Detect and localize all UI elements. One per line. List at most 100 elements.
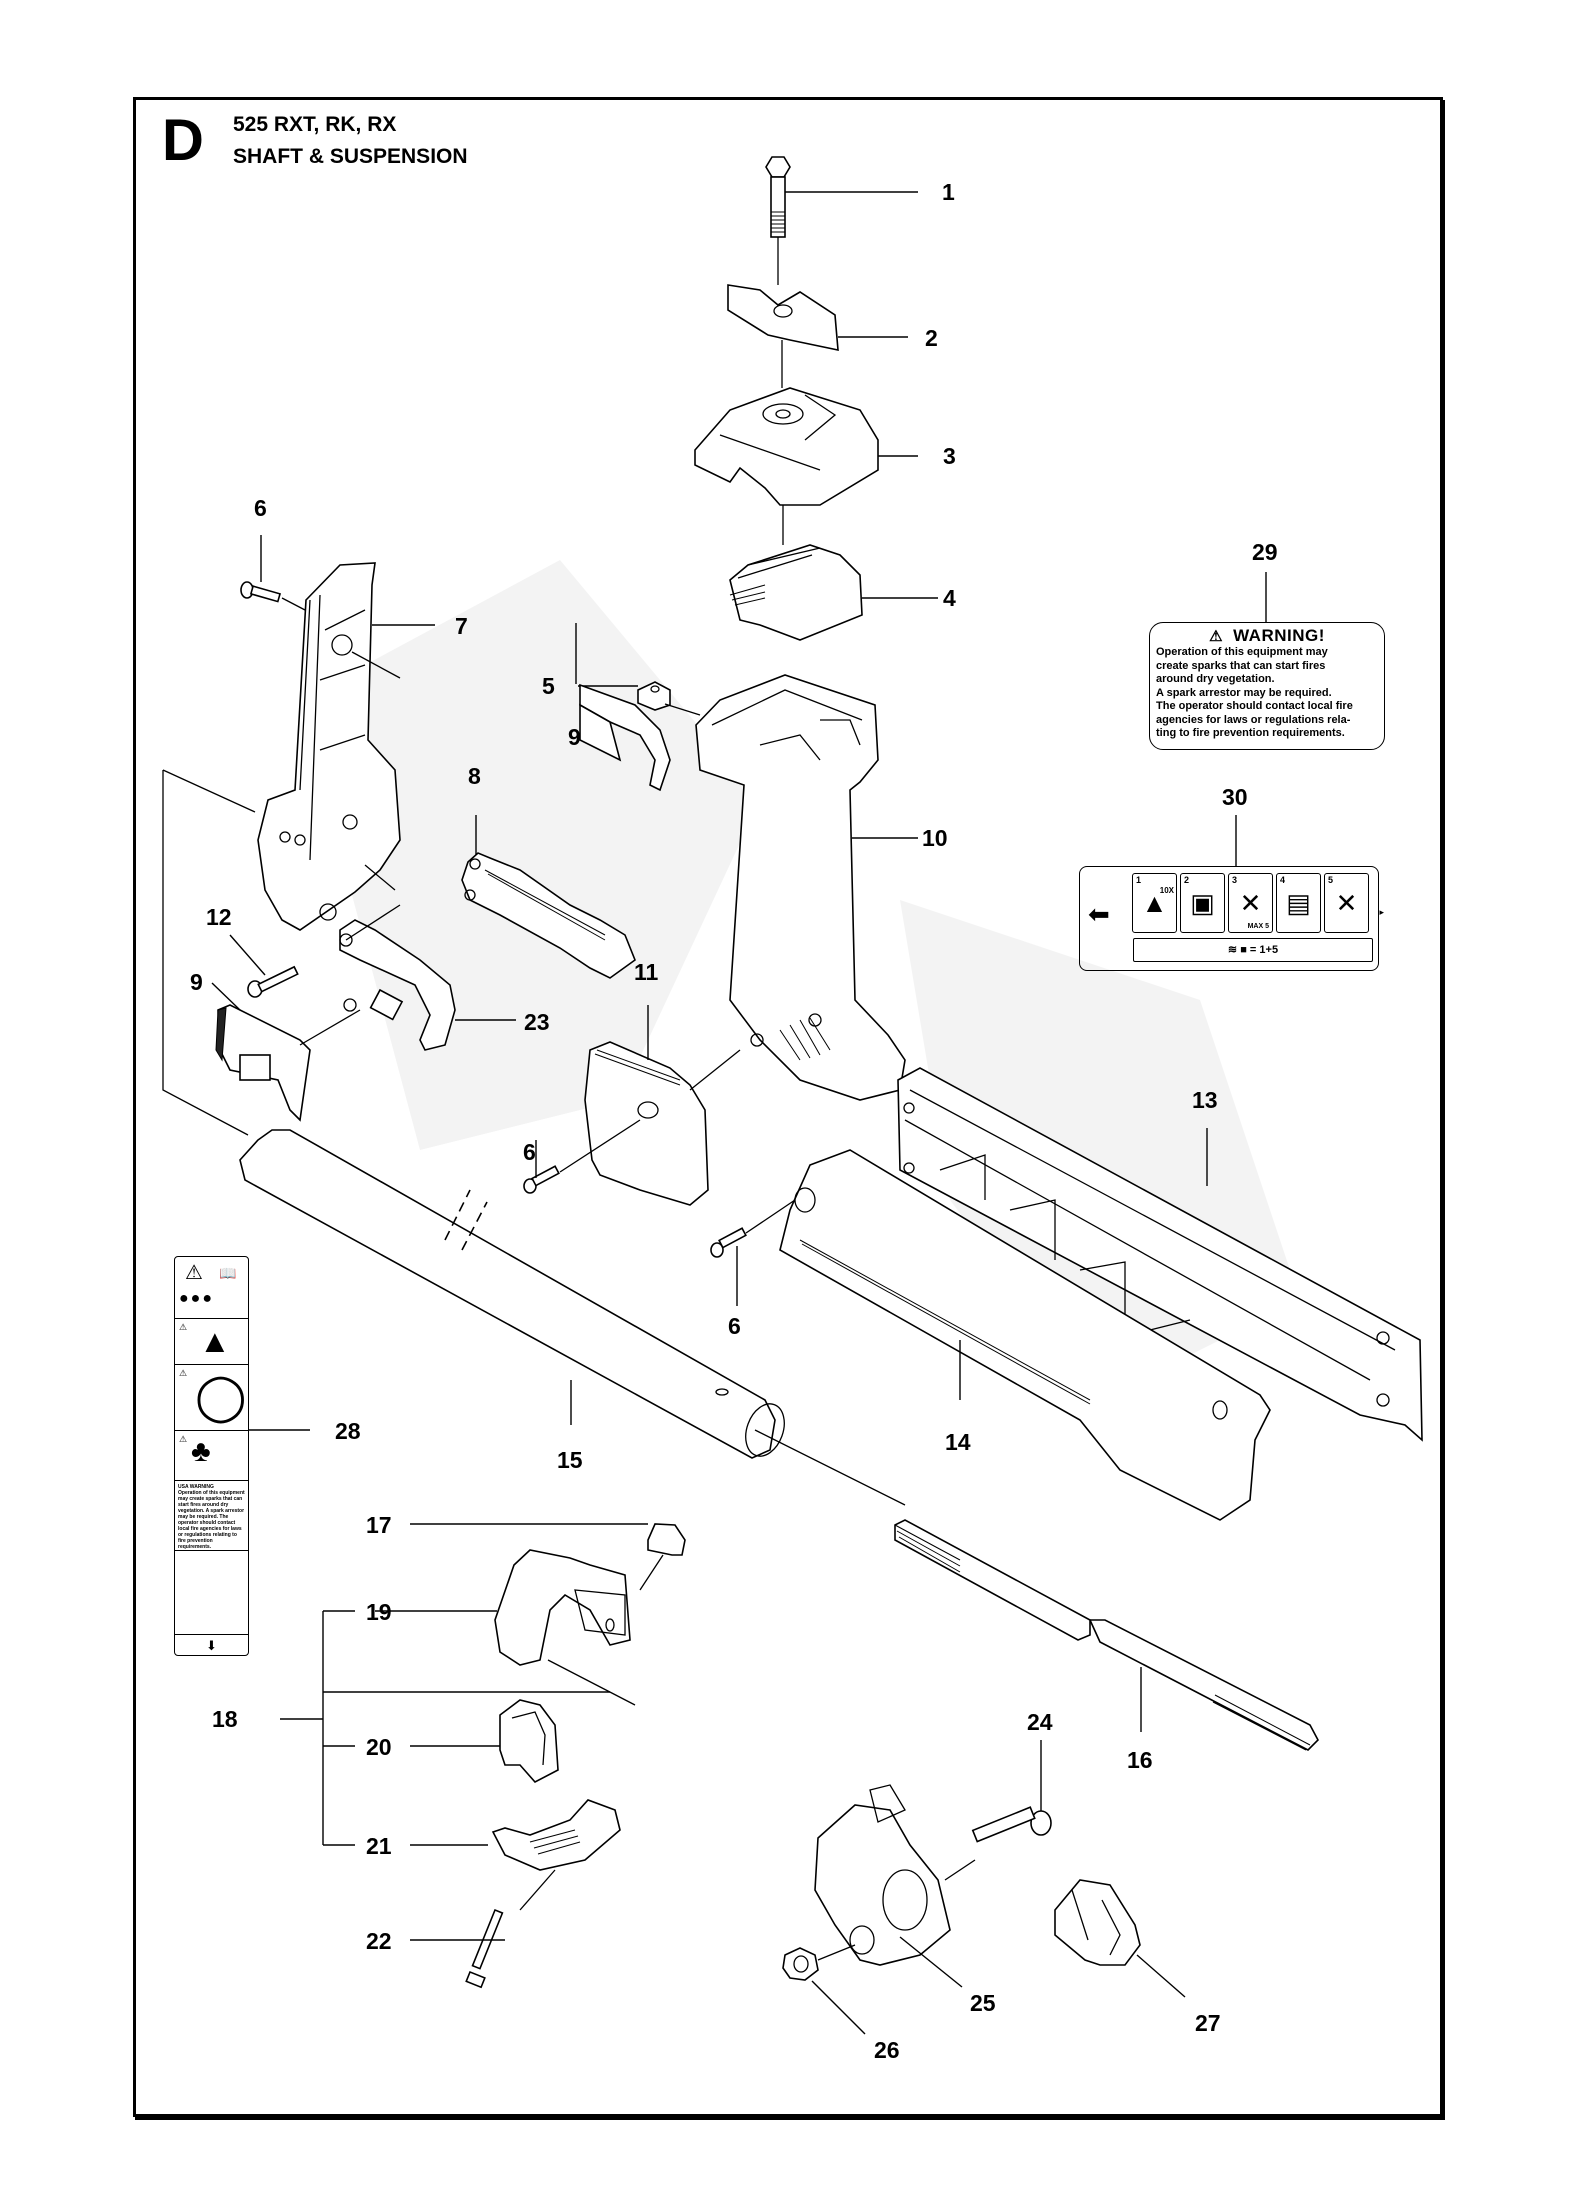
part-7-harness-bracket[interactable] (257, 562, 435, 931)
callout-5: 5 (542, 673, 555, 699)
part-2-wing-knob[interactable] (727, 284, 908, 388)
part-12-screw[interactable] (229, 934, 299, 998)
assembly-bracket-line (162, 770, 249, 1136)
decal-29-spark-warning[interactable]: ⚠ WARNING! Operation of this equipment ma… (1149, 622, 1385, 750)
pull-starter-icon: ✕ (1239, 888, 1262, 918)
callout-29: 29 (1252, 539, 1278, 565)
part-16-drive-shaft[interactable] (894, 1519, 1319, 1751)
part-14-shaft-cover-lower[interactable] (779, 1149, 1271, 1521)
callout-4: 4 (943, 585, 956, 611)
callout-8: 8 (468, 763, 481, 789)
part-3-handle-cover[interactable] (694, 387, 918, 545)
decal29-line: The operator should contact local fire (1156, 700, 1353, 712)
callout-30: 30 (1222, 784, 1248, 810)
callout-16: 16 (1127, 1747, 1153, 1773)
part-6-screw-middle[interactable] (523, 1119, 641, 1194)
callout-18: 18 (212, 1706, 238, 1732)
callout-9-upper: 9 (568, 724, 581, 750)
section-title: SHAFT & SUSPENSION (233, 145, 468, 168)
callout-6-top: 6 (254, 495, 267, 521)
heat-icon: ≋ (1227, 944, 1238, 956)
start-step-2: 2 ▣ (1180, 873, 1225, 933)
callout-14: 14 (945, 1429, 971, 1455)
callout-19: 19 (366, 1599, 392, 1625)
start-step-3: 3 ✕ MAX 5 (1228, 873, 1273, 933)
part-24-screw[interactable] (971, 1740, 1052, 1843)
part-18-throttle-kit-bracket[interactable] (280, 1610, 610, 1846)
part-19-throttle-housing[interactable] (375, 1549, 636, 1706)
start-step-4: 4 ▤ (1276, 873, 1321, 933)
warning-triangle-icon: ⚠ (1209, 628, 1224, 645)
decal29-line: agencies for laws or regulations rela- (1156, 713, 1351, 726)
thrown-objects-icon: ▲ (199, 1323, 231, 1359)
callout-12: 12 (206, 904, 232, 930)
callout-15: 15 (557, 1447, 583, 1473)
decal-28-warning-label[interactable]: ⚠ 📖 ●●● ⚠ ▲ ⚠ ◯ ⚠ ♣ USA WARNING Operatio… (174, 1256, 249, 1656)
callout-25: 25 (970, 1990, 996, 2016)
decal28-blank (175, 1551, 248, 1635)
safety-distance-icon: ◯ (195, 1370, 247, 1422)
callout-10: 10 (922, 825, 948, 851)
warning-triangle-icon: ⚠ (179, 1368, 188, 1378)
callout-28: 28 (335, 1418, 361, 1444)
decal-30-start-instructions[interactable]: ⬅ 1 10X ▲ 2 ▣ 3 ✕ MAX 5 4 ▤ 5 ✕ ≋ ■ = 1+… (1079, 866, 1384, 971)
part-6-screw-top[interactable] (240, 535, 306, 611)
part-4-handle-clamp[interactable] (729, 544, 938, 641)
callout-27: 27 (1195, 2010, 1221, 2036)
callout-6-lower: 6 (728, 1313, 741, 1339)
part-13-shaft-cover-upper[interactable] (897, 1067, 1423, 1442)
part-27-stop-clip[interactable] (1054, 1879, 1186, 1998)
part-21-throttle-lock[interactable] (410, 1799, 621, 1911)
primer-bulb-icon: ▲ (1141, 888, 1168, 918)
warning-triangle-icon: ⚠ (179, 1322, 188, 1332)
callout-26: 26 (874, 2037, 900, 2063)
part-9-rubber-bushing-lower[interactable] (211, 982, 361, 1122)
part-22-screw[interactable] (410, 1908, 505, 1989)
callout-2: 2 (925, 325, 938, 351)
warning-triangle-icon: ⚠ (185, 1262, 203, 1284)
part-15-shaft-tube[interactable] (239, 1129, 906, 1506)
callout-23: 23 (524, 1009, 550, 1035)
callout-labels: 1 2 3 4 5 6 7 8 9 10 11 12 13 14 15 16 1… (190, 179, 1278, 2063)
part-11-clamp-cover[interactable] (584, 1005, 741, 1206)
decal29-line: ting to fire prevention requirements. (1156, 727, 1345, 739)
choke-icon: ▣ (1190, 888, 1215, 918)
callout-3: 3 (943, 443, 956, 469)
arrow-down-icon: ⬇ (206, 1638, 217, 1653)
pull-starter-icon: ✕ (1335, 888, 1358, 918)
part-6-screw-lower[interactable] (710, 1199, 796, 1306)
start-step-1: 1 10X ▲ (1132, 873, 1177, 933)
part-23-clamp-half-lower[interactable] (339, 904, 516, 1051)
decal28-text-block: USA WARNING Operation of this equipment … (175, 1481, 248, 1551)
decal29-title: WARNING! (1233, 626, 1325, 645)
choke-off-icon: ▤ (1286, 888, 1311, 918)
decal28-distance-warning: ⚠ ◯ (175, 1365, 248, 1431)
part-9-rubber-bushing-upper[interactable] (575, 623, 671, 792)
decal28-header: ⚠ 📖 ●●● (175, 1257, 248, 1319)
callout-7: 7 (455, 613, 468, 639)
decal29-line: Operation of this equipment may (1156, 646, 1328, 658)
part-8-clamp-half-upper[interactable] (461, 815, 636, 979)
part-10-handle-bar[interactable] (695, 674, 918, 1101)
assembly-leader-line (162, 769, 256, 813)
section-letter: D (162, 108, 204, 173)
part-1-bolt[interactable] (765, 156, 918, 285)
arrow-left-icon: ⬅ (1088, 899, 1110, 929)
diagram-frame (133, 97, 1443, 2117)
callout-20: 20 (366, 1734, 392, 1760)
part-25-harness-eye[interactable] (814, 1784, 976, 1988)
callout-17: 17 (366, 1512, 392, 1538)
part-5-square-nut[interactable] (578, 681, 701, 716)
part-20-throttle-trigger[interactable] (410, 1699, 559, 1783)
callout-1: 1 (942, 179, 955, 205)
callout-11: 11 (634, 959, 659, 985)
ppe-icons: ●●● (179, 1290, 214, 1307)
part-17-button[interactable] (410, 1523, 686, 1591)
part-26-nut[interactable] (782, 1944, 866, 2035)
callout-13: 13 (1192, 1087, 1218, 1113)
warm-engine-row: ≋ ■ = 1+5 (1133, 938, 1373, 962)
callout-9-lower: 9 (190, 969, 203, 995)
warning-triangle-icon: ⚠ (179, 1434, 188, 1444)
callout-22: 22 (366, 1928, 392, 1954)
